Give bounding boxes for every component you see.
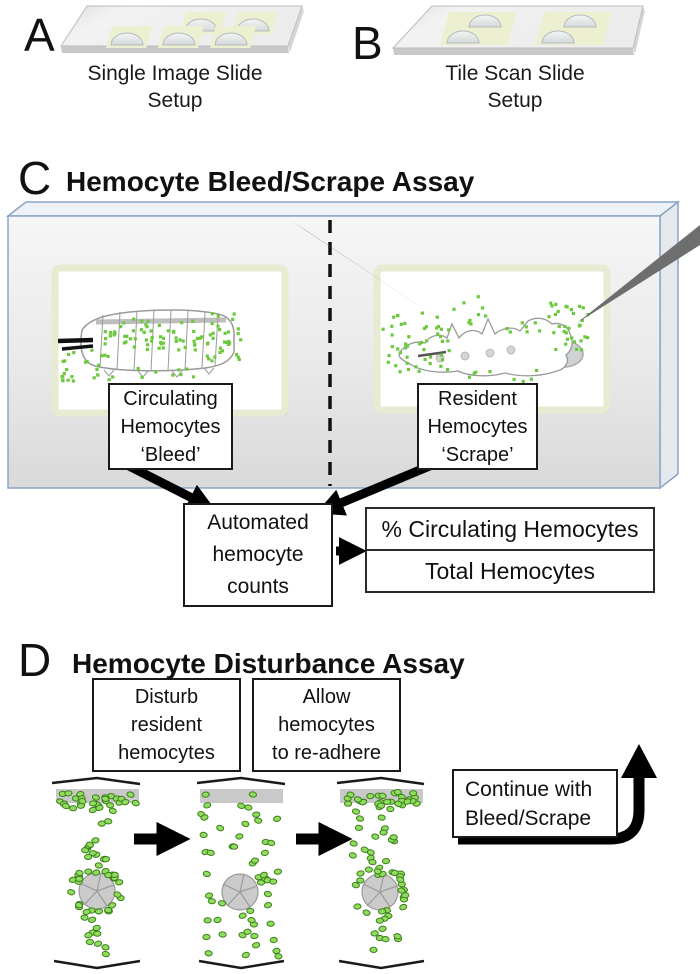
- result-numerator-label: % Circulating Hemocytes: [381, 515, 639, 542]
- disturb-box-line2: resident: [130, 714, 203, 736]
- disturb-box-line3: hemocytes: [118, 742, 215, 764]
- scrape-larva-illustration: [381, 295, 590, 383]
- total-hemocytes-box: Total Hemocytes: [365, 549, 655, 593]
- circulating-hemocytes-bleed-box: Circulating Hemocytes ‘Bleed’: [108, 383, 233, 470]
- allow-box-line2: hemocytes: [278, 714, 375, 736]
- continue-arrow: [458, 744, 657, 845]
- panel-d-letter: D: [18, 634, 52, 686]
- panel-b-caption-line1: Tile Scan Slide: [445, 62, 585, 85]
- disturbance-step1-tube: [51, 776, 141, 970]
- allow-hemocytes-readhere-box: Allow hemocytes to re-adhere: [252, 678, 401, 772]
- panel-b-caption-line2: Setup: [487, 89, 543, 112]
- bleed-larva-illustration: [57, 309, 243, 383]
- allow-box-line3: to re-adhere: [272, 742, 381, 764]
- scrape-tool-left-icon: [292, 221, 463, 335]
- panel-a-caption: Single Image Slide Setup: [60, 60, 290, 114]
- panel-d-title: Hemocyte Disturbance Assay: [72, 648, 465, 679]
- counts-box-line2: hemocyte: [212, 543, 304, 566]
- continue-box-line1: Continue with: [465, 777, 593, 801]
- automated-hemocyte-counts-box: Automated hemocyte counts: [183, 503, 333, 607]
- slide-b-droplets: [440, 12, 612, 45]
- allow-box-line1: Allow: [302, 686, 351, 708]
- panel-b-letter: B: [352, 17, 383, 69]
- panel-b-caption: Tile Scan Slide Setup: [400, 60, 630, 114]
- counts-box-line1: Automated: [207, 511, 309, 534]
- tile-scan-slide-illustration: [391, 5, 645, 55]
- resident-hemocytes-scrape-box: Resident Hemocytes ‘Scrape’: [417, 383, 538, 470]
- bleed-box-line3: ‘Bleed’: [140, 443, 201, 466]
- panel-c-title: Hemocyte Bleed/Scrape Assay: [66, 166, 475, 197]
- bleed-box-line2: Hemocytes: [120, 415, 221, 438]
- disturbance-step2-tube: [196, 776, 286, 970]
- scrape-tool-right-icon: [577, 225, 700, 323]
- scrape-box-line3: ‘Scrape’: [441, 443, 514, 466]
- disturb-box-line1: Disturb: [134, 686, 199, 708]
- bleed-box-line1: Circulating: [123, 387, 218, 410]
- panel-c-letter: C: [18, 152, 52, 204]
- panel-a-caption-line2: Setup: [147, 89, 203, 112]
- scrape-box-line2: Hemocytes: [427, 415, 528, 438]
- counts-box-line3: counts: [227, 575, 289, 598]
- panel-a-letter: A: [24, 9, 55, 61]
- disturbance-step3-tube: [336, 776, 425, 970]
- panel-a-caption-line1: Single Image Slide: [87, 62, 263, 85]
- continue-box-line2: Bleed/Scrape: [465, 806, 592, 830]
- continue-with-bleed-scrape-box: Continue with Bleed/Scrape: [452, 769, 618, 838]
- percent-circulating-hemocytes-box: % Circulating Hemocytes: [365, 507, 655, 551]
- result-denominator-label: Total Hemocytes: [424, 557, 595, 584]
- disturb-resident-hemocytes-box: Disturb resident hemocytes: [92, 678, 241, 772]
- single-image-slide-illustration: [60, 5, 304, 53]
- slide-a-droplets: [106, 12, 278, 48]
- scrape-box-line1: Resident: [438, 387, 517, 410]
